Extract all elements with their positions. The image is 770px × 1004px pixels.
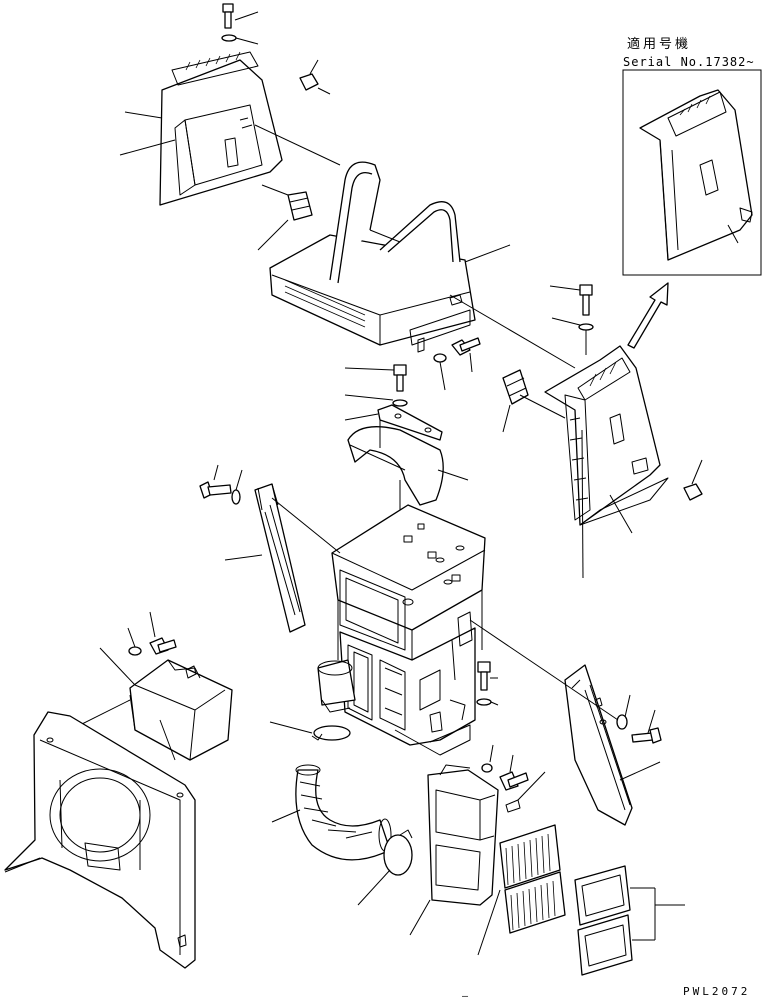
hose-clamp-upper: [269, 721, 351, 741]
arrow-to-inset: [627, 282, 669, 349]
main-housing: [317, 504, 486, 756]
center-arch-cover: [347, 426, 469, 506]
center-bracket: [344, 404, 443, 441]
drawing-code: PWL2072: [683, 985, 750, 998]
clip-small-top: [299, 59, 331, 95]
top-duct: [269, 161, 511, 353]
filter-element-pair: [477, 824, 566, 956]
bolt-mid-duct: [433, 337, 481, 391]
bolt-right-top: [549, 284, 594, 355]
left-upper-cover: [119, 51, 283, 206]
small-clip-lower: [505, 771, 546, 813]
hose-elbow: [271, 764, 392, 861]
rubber-block-right: [502, 369, 566, 433]
inset-side-panel: [639, 89, 753, 261]
right-side-panel: [544, 345, 669, 579]
clip-right: [683, 459, 703, 501]
inset-title-serial: Serial No.17382~: [623, 55, 755, 69]
bolt-lower-right: [481, 744, 529, 791]
page-mark: –: [462, 991, 469, 999]
inset-title-jp: 適用号機: [627, 36, 691, 52]
bolt-center-right: [476, 661, 499, 706]
bolt-top-left: [221, 3, 259, 45]
filter-frame: [409, 764, 499, 936]
right-rail-panel: [564, 664, 661, 826]
inset-box: 適用号機 Serial No.17382~: [622, 36, 762, 276]
fan-shroud: [4, 711, 196, 969]
bolt-left-box: [127, 611, 177, 656]
rubber-block-left: [257, 191, 313, 251]
bolt-left-rail: [199, 464, 341, 554]
left-rail-panel: [224, 483, 306, 633]
bolt-right-rail: [469, 619, 662, 744]
filter-cover-pair: [574, 865, 685, 976]
hose-clamp-lower: [357, 829, 413, 906]
left-duct-box: [99, 647, 233, 761]
bolt-center: [344, 364, 408, 407]
